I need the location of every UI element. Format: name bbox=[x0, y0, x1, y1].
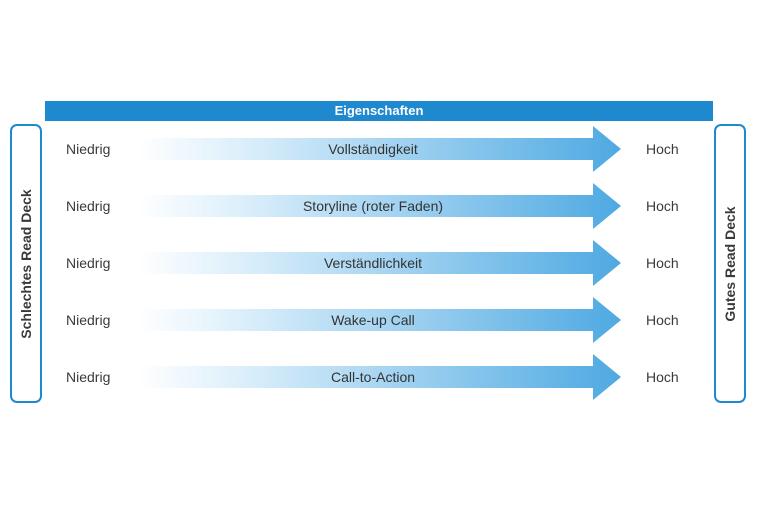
low-label: Niedrig bbox=[66, 369, 111, 385]
high-label: Hoch bbox=[646, 198, 679, 214]
arrow-shape bbox=[138, 240, 621, 286]
arrow-shape bbox=[138, 354, 621, 400]
low-label: Niedrig bbox=[66, 141, 111, 157]
left-side-box: Schlechtes Read Deck bbox=[10, 124, 42, 403]
gradient-arrow: Wake-up Call bbox=[138, 297, 621, 343]
left-side-label: Schlechtes Read Deck bbox=[18, 188, 34, 339]
property-label: Wake-up Call bbox=[331, 312, 415, 328]
property-row: Niedrig Wake-up Call Hoch bbox=[45, 297, 713, 343]
property-label: Storyline (roter Faden) bbox=[302, 198, 444, 214]
right-side-box: Gutes Read Deck bbox=[714, 124, 746, 403]
gradient-arrow: Call-to-Action bbox=[138, 354, 621, 400]
property-row: Niedrig Storyline (roter Faden) Hoch bbox=[45, 183, 713, 229]
right-side-label: Gutes Read Deck bbox=[722, 205, 738, 322]
gradient-arrow: Vollständigkeit bbox=[138, 126, 621, 172]
gradient-arrow: Verständlichkeit bbox=[138, 240, 621, 286]
low-label: Niedrig bbox=[66, 312, 111, 328]
low-label: Niedrig bbox=[66, 198, 111, 214]
property-label: Vollständigkeit bbox=[328, 141, 418, 157]
header-title: Eigenschaften bbox=[334, 103, 424, 118]
property-label: Call-to-Action bbox=[330, 369, 416, 385]
high-label: Hoch bbox=[646, 141, 679, 157]
high-label: Hoch bbox=[646, 255, 679, 271]
arrow-shape bbox=[138, 183, 621, 229]
arrow-shape bbox=[138, 297, 621, 343]
high-label: Hoch bbox=[646, 369, 679, 385]
property-row: Niedrig Verständlichkeit Hoch bbox=[45, 240, 713, 286]
property-label: Verständlichkeit bbox=[323, 255, 423, 271]
arrow-shape bbox=[138, 126, 621, 172]
header-bar: Eigenschaften bbox=[45, 101, 713, 121]
high-label: Hoch bbox=[646, 312, 679, 328]
property-row: Niedrig Vollständigkeit Hoch bbox=[45, 126, 713, 172]
gradient-arrow: Storyline (roter Faden) bbox=[138, 183, 621, 229]
property-row: Niedrig Call-to-Action Hoch bbox=[45, 354, 713, 400]
low-label: Niedrig bbox=[66, 255, 111, 271]
